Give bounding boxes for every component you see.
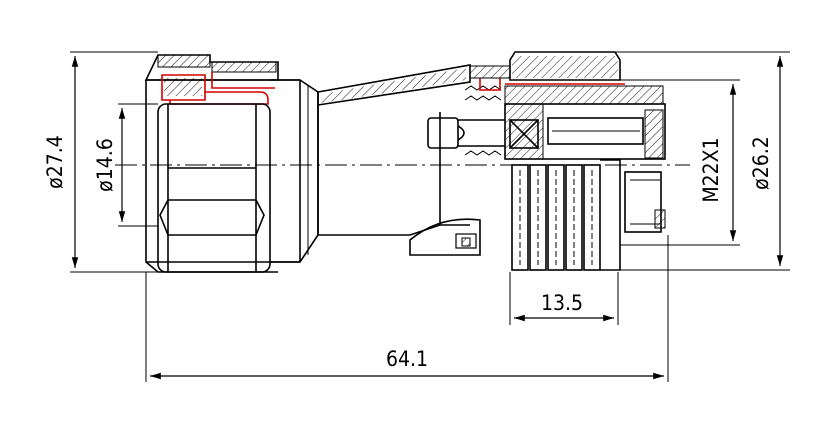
dim-outer-dia-left bbox=[70, 51, 158, 273]
thread-rings bbox=[511, 164, 601, 271]
dim-label-thread-length: 13.5 bbox=[541, 291, 583, 315]
receptacle-body bbox=[504, 51, 666, 271]
dim-thread-length bbox=[509, 272, 619, 325]
tube-body bbox=[270, 64, 471, 263]
dim-label-thread: M22X1 bbox=[699, 137, 723, 202]
pin-spring-assembly bbox=[409, 65, 511, 256]
dim-label-outer-dia-right: ø26.2 bbox=[749, 136, 773, 190]
dim-outer-dia-right bbox=[615, 51, 790, 271]
dim-label-inner-dia-left: ø14.6 bbox=[93, 138, 117, 192]
dim-label-overall-length: 64.1 bbox=[386, 347, 428, 371]
dim-thread bbox=[620, 79, 740, 246]
dim-label-outer-dia-left: ø27.4 bbox=[43, 135, 67, 189]
dim-overall-length bbox=[145, 235, 669, 382]
coupling-nut bbox=[144, 54, 300, 273]
dim-inner-dia-left bbox=[118, 103, 158, 227]
